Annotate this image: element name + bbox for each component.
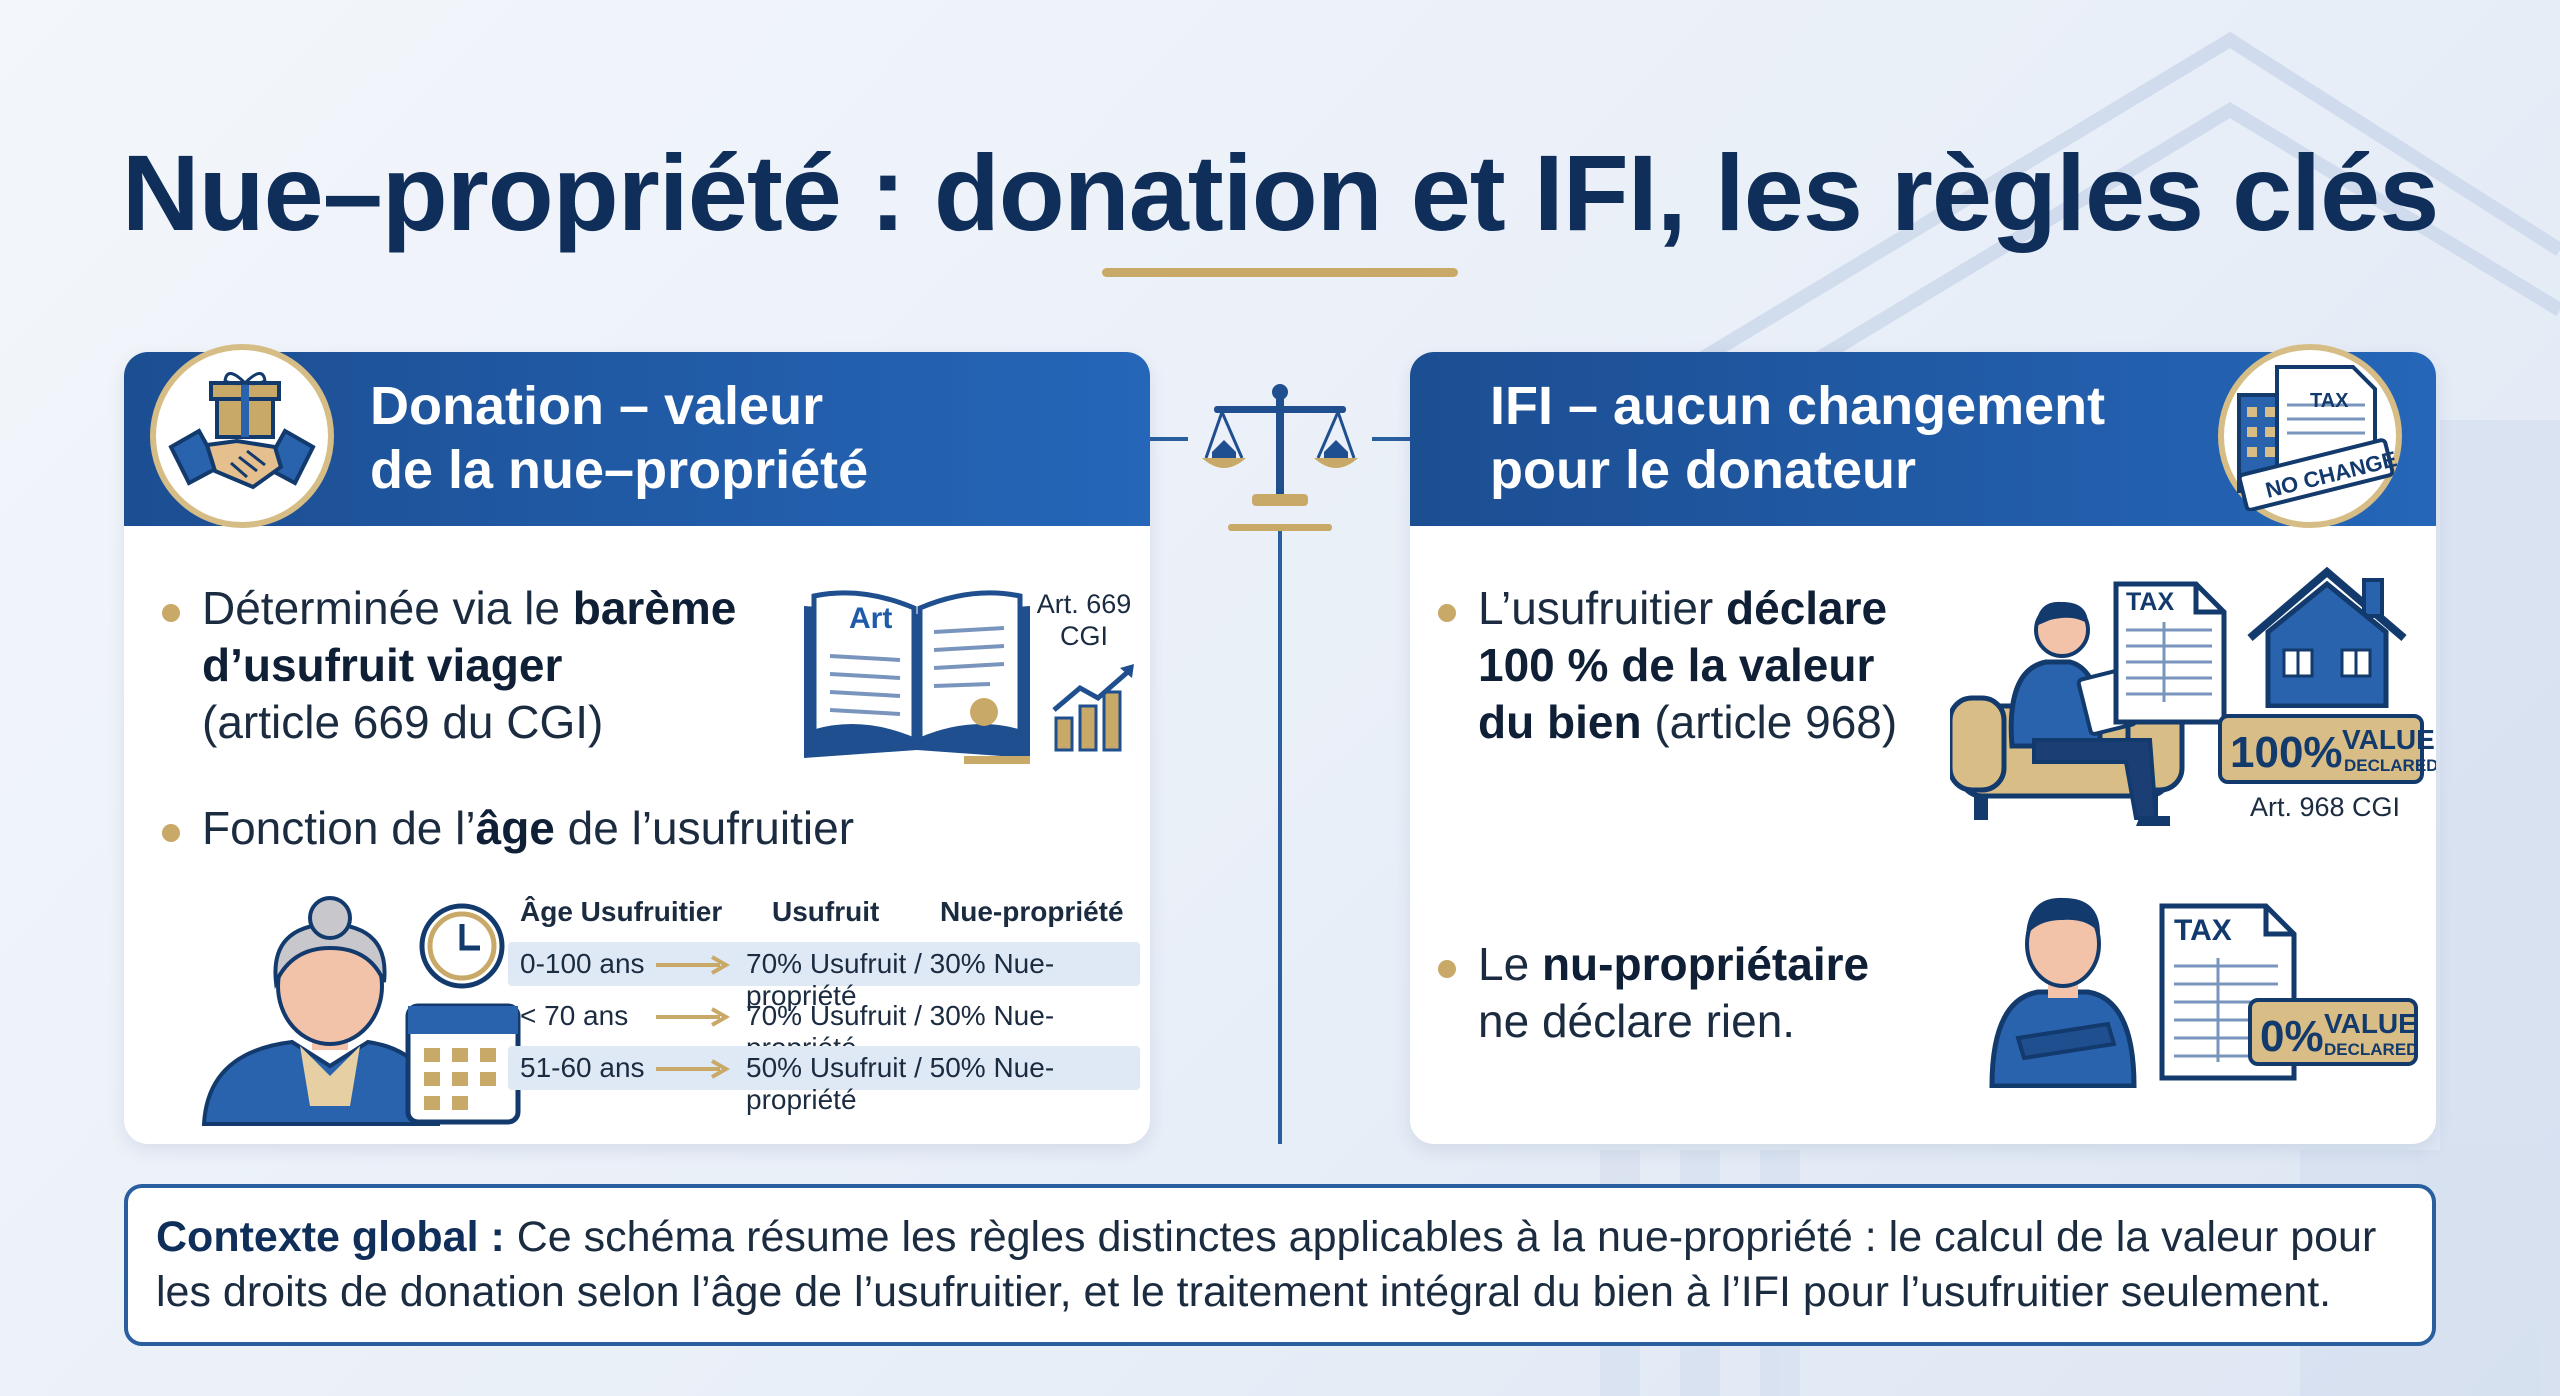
bullet-bold: nu-propriétaire <box>1541 938 1870 990</box>
person-armchair-icon <box>1950 601 2185 826</box>
bullet-dot <box>162 604 180 622</box>
bullet-text: Fonction de l’ <box>202 802 476 854</box>
left-connector <box>1150 437 1188 441</box>
age-table-header-nue-propriete: Nue-propriété <box>940 896 1124 927</box>
context-box: Contexte global : Ce schéma résume les r… <box>124 1184 2436 1346</box>
arrow-right-icon <box>656 1059 731 1079</box>
tax-doc-label: TAX <box>2126 588 2175 616</box>
bullet-bold: âge <box>475 802 555 854</box>
ifi-bullet-nu-proprietaire: Le nu-propriétaire ne déclare rien. <box>1478 936 1938 1050</box>
bullet-bold: 100 % de la valeur du bien <box>1478 639 1875 748</box>
ifi-title-line2: pour le donateur <box>1490 440 1917 500</box>
bullet-bold: déclare <box>1726 582 1888 634</box>
gift-handshake-icon <box>168 372 316 490</box>
book-label: Art <box>849 602 893 635</box>
ifi-bullet-usufruitier: L’usufruitier déclare 100 % de la valeur… <box>1478 580 1918 751</box>
age-cell: < 70 ans <box>520 1000 629 1031</box>
donation-title-line1: Donation – valeur <box>370 376 824 436</box>
house-icon <box>2247 566 2407 708</box>
split-cell: 70% Usufruit / 30% Nue-propriété <box>746 948 1055 1011</box>
age-table-header-usufruit: Usufruit <box>772 896 880 927</box>
arrow-right-icon <box>656 955 731 975</box>
donation-bullet-bareme: Déterminée via le barème d’usufruit viag… <box>202 580 762 751</box>
age-cell: 51-60 ans <box>520 1052 645 1083</box>
badge-tax-label: TAX <box>2310 390 2349 412</box>
age-cell: 0-100 ans <box>520 948 645 979</box>
caption-line1: Art. 669 <box>1036 589 1132 619</box>
ifi-title-line1: IFI – aucun changement <box>1490 376 2106 436</box>
stamp-percent: 0% <box>2260 1012 2324 1061</box>
bullet-text: Déterminée via le <box>202 582 573 634</box>
ifi-badge: TAX NO CHANGE <box>2218 344 2402 528</box>
stamp-declared-label: DECLARED <box>2344 756 2436 775</box>
right-connector <box>1372 437 1410 441</box>
caption-line2: CGI <box>1059 621 1108 651</box>
bullet-bold: barème d’usufruit viager <box>202 582 737 691</box>
bullet-dot <box>162 824 180 842</box>
donation-title-line2: de la nue–propriété <box>370 440 869 500</box>
tax-doc-label: TAX <box>2174 914 2232 947</box>
context-text: Contexte global : Ce schéma résume les r… <box>156 1210 2404 1320</box>
stamp-declared-label: DECLARED <box>2324 1040 2419 1059</box>
bullet-dot <box>1438 604 1456 622</box>
stamp-value-label: VALUE <box>2342 724 2435 755</box>
elderly-person-icon <box>201 896 521 1126</box>
bullet-text: (article 968) <box>1641 696 1898 748</box>
bullet-text: L’usufruitier <box>1478 582 1727 634</box>
bullet-text: Le <box>1478 938 1542 990</box>
arrow-right-icon <box>656 1007 731 1027</box>
growth-chart-icon <box>1052 664 1134 752</box>
open-book-icon <box>804 590 1030 764</box>
age-table-header-age: Âge Usufruitier <box>520 896 723 927</box>
ifi-panel-title: IFI – aucun changement pour le donateur <box>1490 374 2170 502</box>
bullet-text: de l’usufruitier <box>554 802 855 854</box>
stamp-percent: 100% <box>2230 728 2343 777</box>
table-row: 51-60 ans 50% Usufruit / 50% Nue-proprié… <box>508 1046 1140 1115</box>
donation-bullet-age: Fonction de l’âge de l’usufruitier <box>202 800 854 857</box>
page-title: Nue–propriété : donation et IFI, les règ… <box>121 132 2440 253</box>
donation-panel-title: Donation – valeur de la nue–propriété <box>370 374 1050 502</box>
context-body: Ce schéma résume les règles distinctes a… <box>156 1213 2377 1316</box>
article-968-caption: Art. 968 CGI <box>2249 792 2401 822</box>
bullet-dot <box>1438 960 1456 978</box>
table-row: < 70 ans 70% Usufruit / 30% Nue-propriét… <box>508 994 1140 1063</box>
donation-badge <box>150 344 334 528</box>
article-669-caption: Art. 669 CGI <box>1028 588 1140 652</box>
context-label: Contexte global : <box>156 1213 505 1261</box>
person-arms-crossed-icon <box>1989 897 2137 1088</box>
title-underline <box>1102 268 1458 277</box>
stamp-value-label: VALUE <box>2324 1008 2417 1039</box>
split-cell: 50% Usufruit / 50% Nue-propriété <box>746 1052 1055 1115</box>
table-row: 0-100 ans 70% Usufruit / 30% Nue-proprié… <box>508 942 1140 1011</box>
no-change-tax-icon <box>2237 365 2395 511</box>
bullet-text: (article 669 du CGI) <box>202 696 604 748</box>
value-declared-100-stamp: 100% VALUE DECLARED <box>2218 714 2436 784</box>
value-declared-0-stamp: 0% VALUE DECLARED <box>2248 998 2418 1066</box>
scale-icon <box>1202 384 1358 531</box>
bullet-text: ne déclare rien. <box>1478 995 1796 1047</box>
tax-document-icon <box>2113 581 2227 725</box>
center-divider <box>1278 530 1282 1144</box>
